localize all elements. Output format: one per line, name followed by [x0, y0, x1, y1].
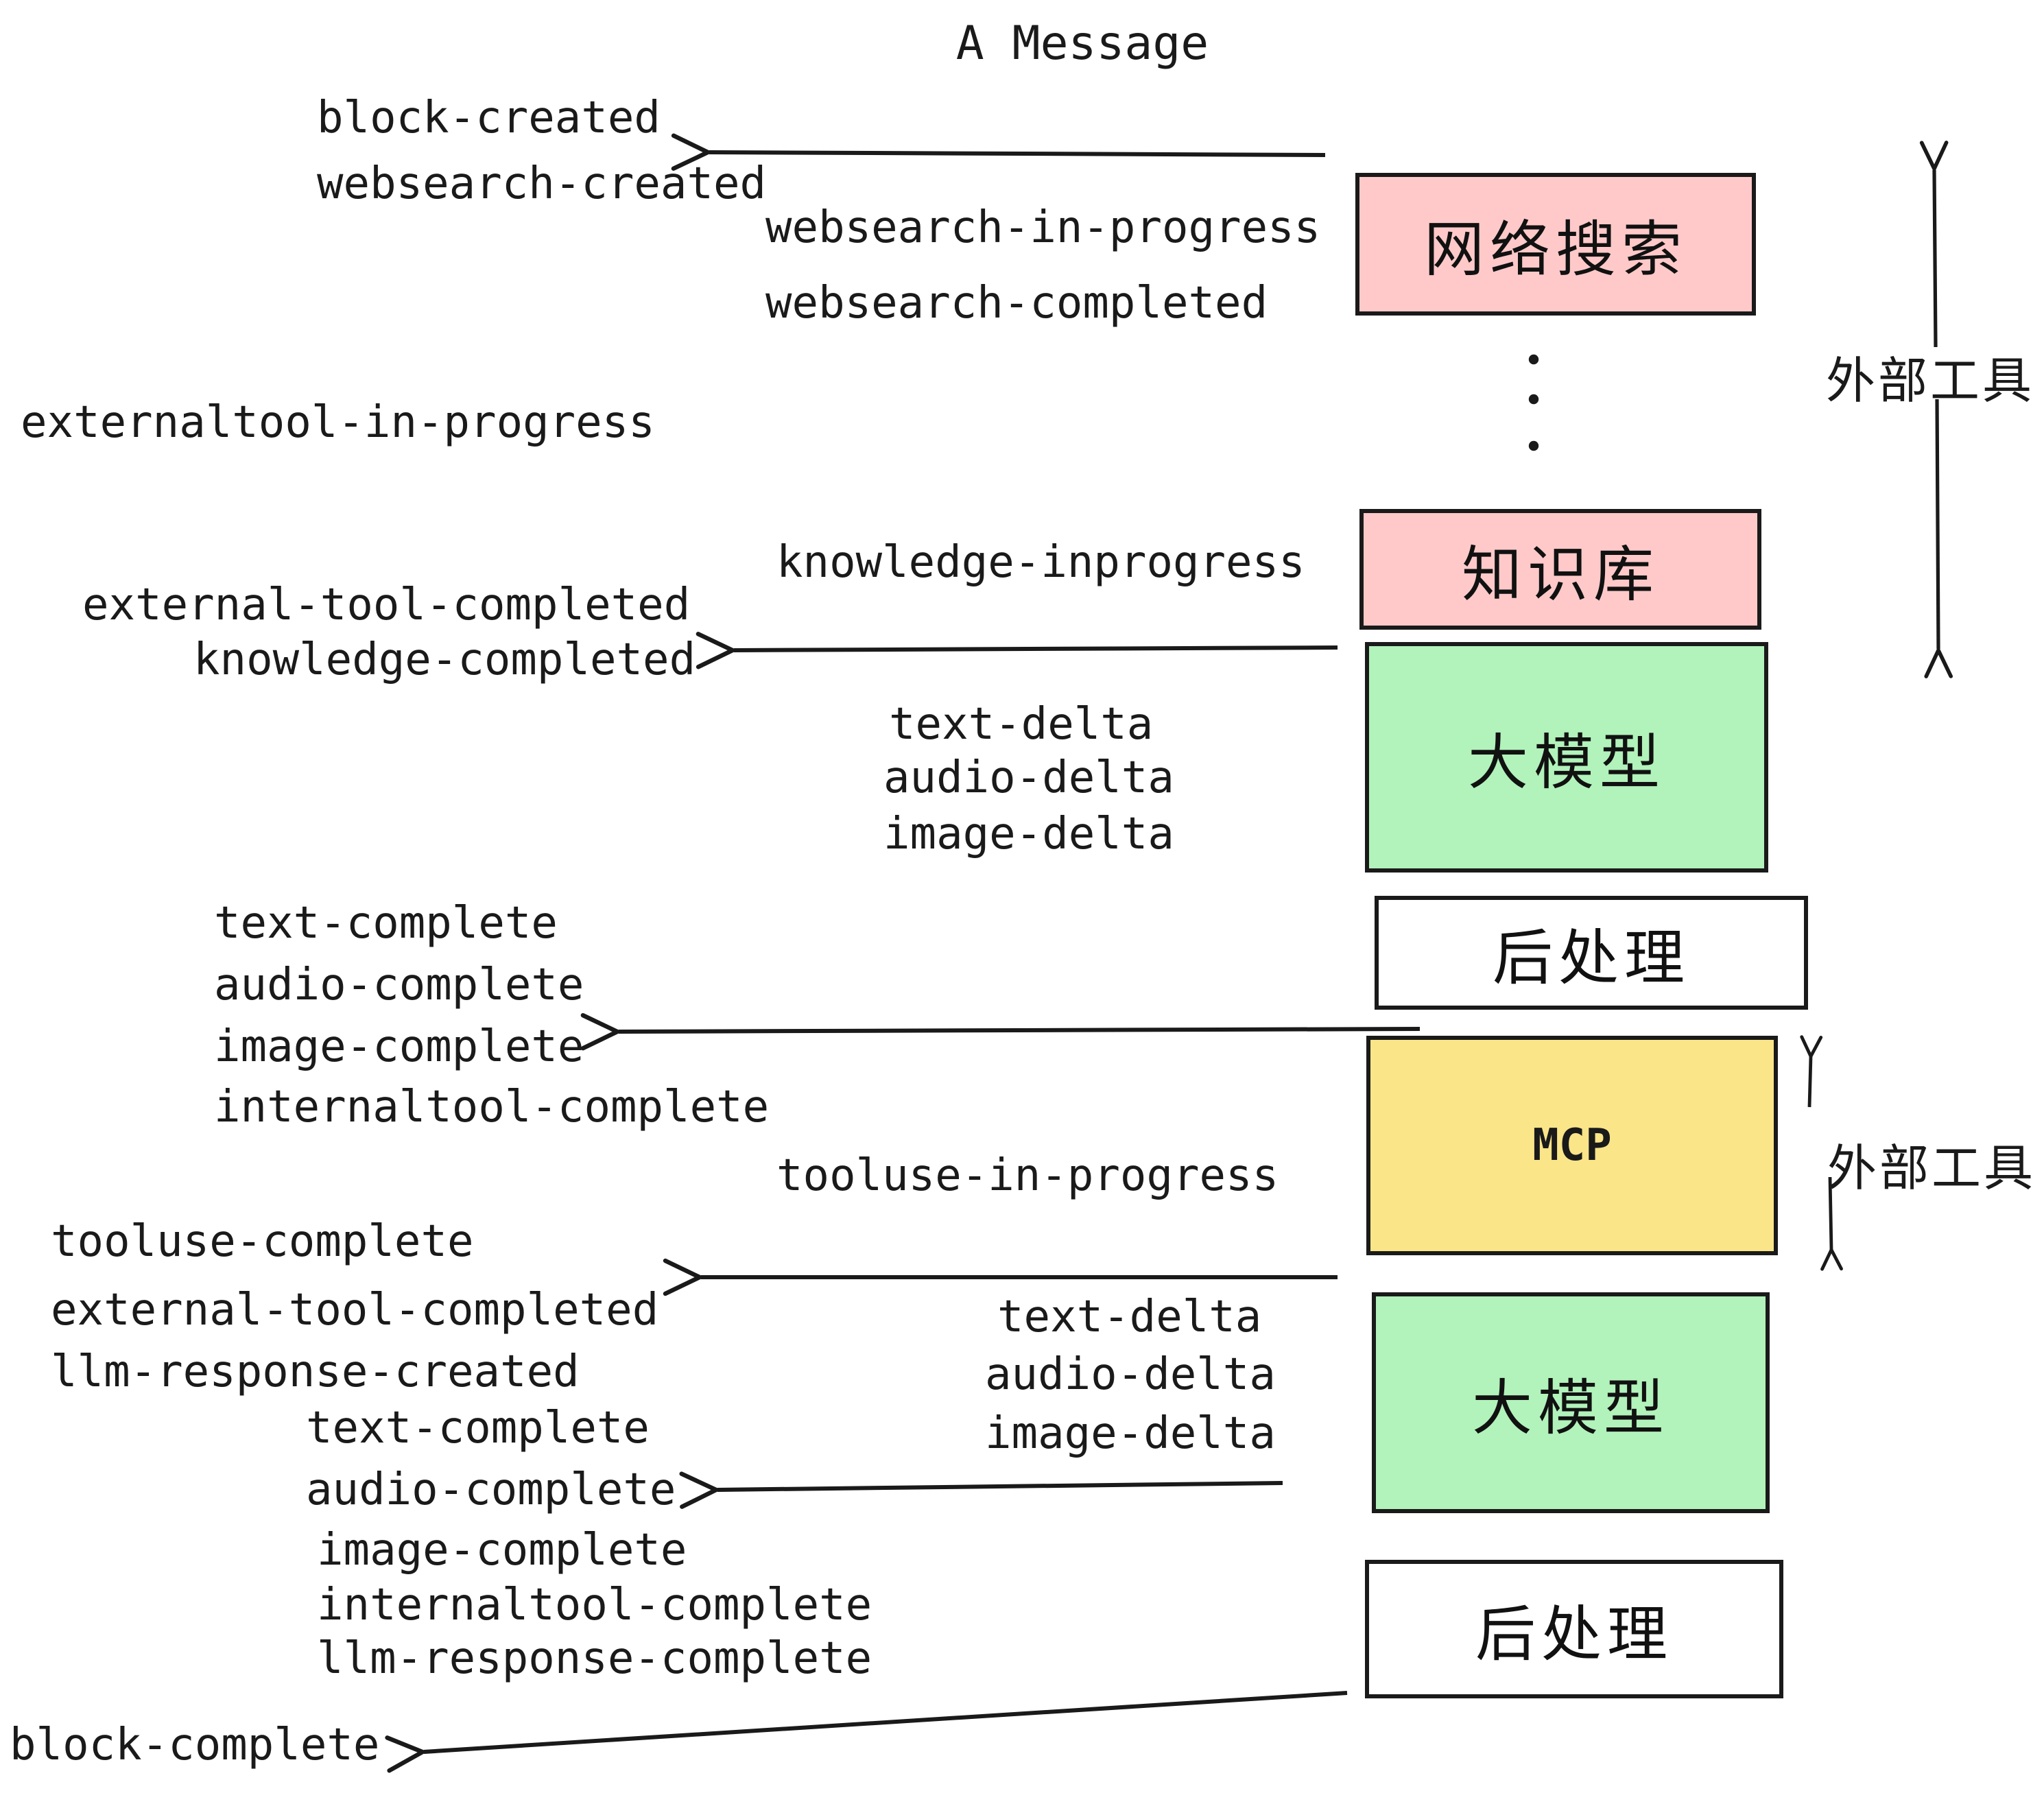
arrow-audio-complete	[679, 1471, 1283, 1509]
ellipsis-dots-icon	[1528, 354, 1539, 451]
arrow-knowledge-completed	[696, 632, 1338, 669]
flow-box-llm-1-label: 大模型	[1467, 728, 1665, 796]
arrow-websearch-created	[671, 133, 1326, 171]
event-label-websearch-in-progress: websearch-in-progress	[765, 202, 1321, 253]
flow-box-llm-2-label: 大模型	[1471, 1373, 1669, 1442]
event-label-text-delta-1: text-delta	[889, 699, 1154, 750]
event-label-image-delta-1: image-delta	[883, 809, 1174, 859]
event-label-internaltool-complete-2: internaltool-complete	[317, 1580, 872, 1630]
flow-box-websearch-label: 网络搜索	[1423, 215, 1687, 283]
event-label-audio-delta-2: audio-delta	[985, 1349, 1276, 1400]
diagram-title: A Message	[955, 16, 1209, 71]
flow-box-knowledge-label: 知识库	[1461, 540, 1659, 608]
external-tools-label-bottom: 外部工具	[1827, 1141, 2036, 1196]
arrow-image-complete	[580, 1012, 1421, 1051]
event-label-websearch-completed: websearch-completed	[765, 278, 1268, 329]
event-label-external-tool-completed-2: external-tool-completed	[51, 1285, 659, 1336]
event-label-tooluse-in-progress: tooluse-in-progress	[776, 1150, 1279, 1201]
flow-box-llm-1: 大模型	[1365, 642, 1768, 873]
event-label-text-delta-2: text-delta	[997, 1292, 1262, 1342]
event-label-websearch-created: websearch-created	[317, 158, 767, 209]
flow-box-post-1-label: 后处理	[1492, 923, 1690, 992]
event-label-image-complete-2: image-complete	[317, 1525, 687, 1576]
arrow-external-tools-bottom-up	[1800, 1035, 1823, 1108]
flow-box-knowledge: 知识库	[1359, 509, 1761, 630]
event-label-knowledge-inprogress: knowledge-inprogress	[776, 537, 1305, 588]
arrow-block-complete	[385, 1691, 1348, 1773]
event-label-audio-complete-2: audio-complete	[306, 1464, 676, 1515]
event-label-llm-response-created: llm-response-created	[51, 1346, 580, 1397]
event-label-audio-delta-1: audio-delta	[883, 752, 1174, 803]
event-label-externaltool-in-progress: externaltool-in-progress	[21, 397, 655, 448]
external-tools-label-top: 外部工具	[1826, 354, 2035, 409]
event-label-text-complete-2: text-complete	[306, 1403, 650, 1453]
flow-box-llm-2: 大模型	[1372, 1292, 1770, 1513]
event-label-tooluse-complete: tooluse-complete	[51, 1216, 474, 1267]
event-label-knowledge-completed: knowledge-completed	[193, 634, 696, 685]
flow-box-post-1: 后处理	[1375, 896, 1808, 1010]
arrow-external-tools-top-up	[1919, 141, 1949, 348]
event-label-internaltool-complete-1: internaltool-complete	[214, 1082, 770, 1132]
event-label-image-complete-1: image-complete	[214, 1021, 584, 1072]
arrow-external-tools-top-down	[1924, 399, 1953, 678]
flow-box-mcp: MCP	[1366, 1036, 1778, 1255]
event-label-audio-complete-1: audio-complete	[214, 960, 584, 1010]
flow-box-mcp-label: MCP	[1532, 1120, 1612, 1171]
event-label-external-tool-completed-1: external-tool-completed	[82, 580, 691, 630]
event-label-block-created: block-created	[317, 93, 661, 143]
event-label-block-complete: block-complete	[10, 1720, 380, 1770]
flow-box-post-2: 后处理	[1365, 1560, 1783, 1698]
flow-box-websearch: 网络搜索	[1355, 173, 1756, 316]
event-label-text-complete-1: text-complete	[214, 898, 558, 949]
event-label-image-delta-2: image-delta	[985, 1408, 1276, 1459]
flow-box-post-2-label: 后处理	[1475, 1600, 1673, 1668]
event-label-llm-response-complete: llm-response-complete	[317, 1633, 872, 1684]
